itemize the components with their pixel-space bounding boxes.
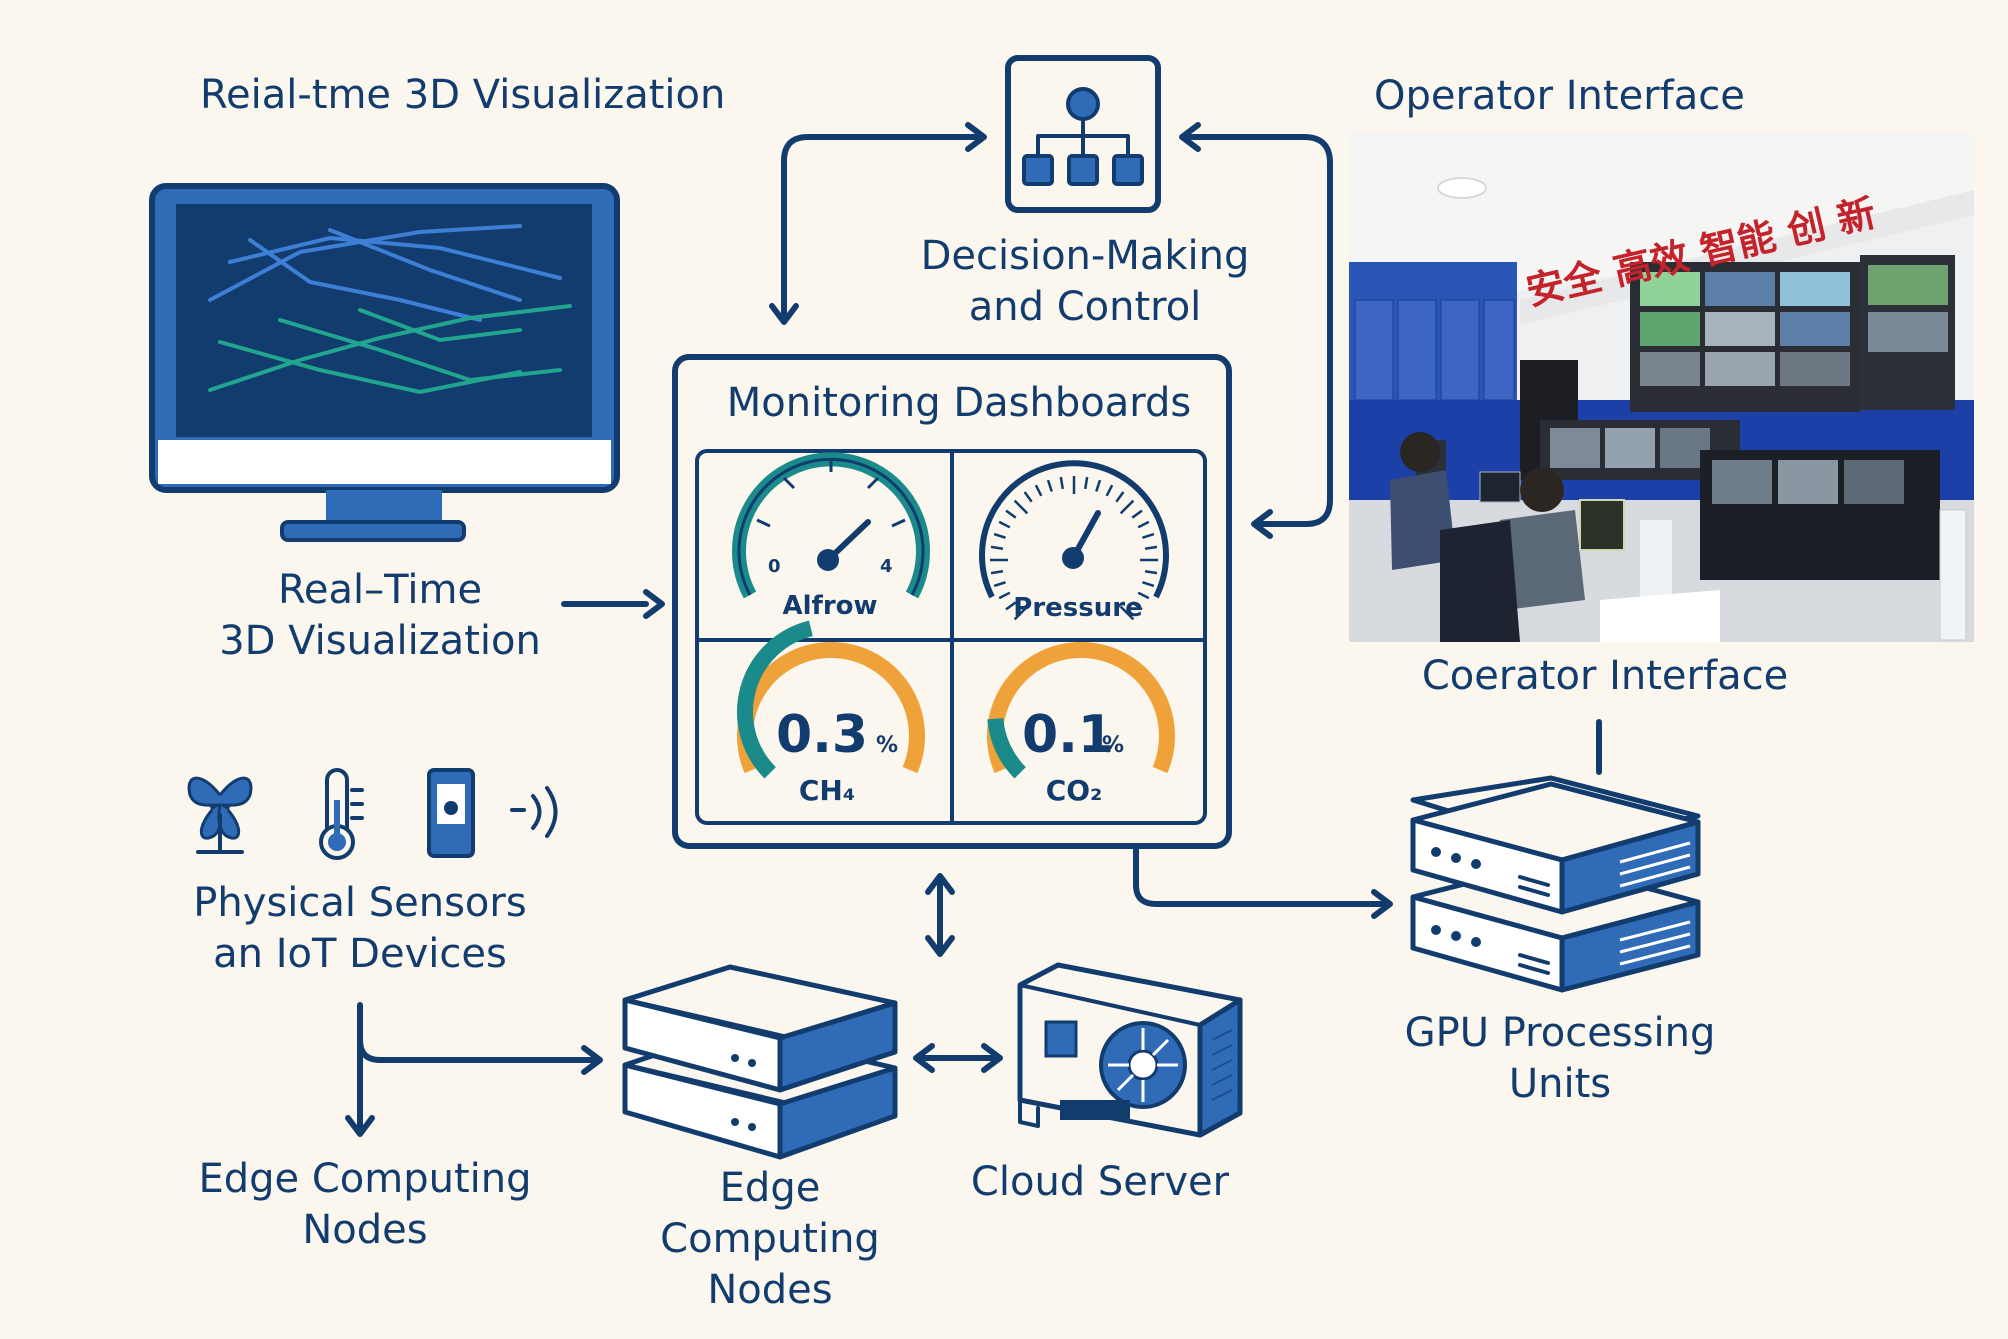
connector-visualization-to-dashboard <box>561 589 665 619</box>
pressure-tick <box>1131 601 1143 611</box>
airflow-label: Alfrow <box>782 591 877 621</box>
airflow-min: 0 <box>768 556 781 577</box>
pressure-tick <box>1005 601 1017 611</box>
ch4-label: CH₄ <box>799 774 855 807</box>
pressure-tick <box>998 591 1011 600</box>
thermometer-icon <box>319 768 364 860</box>
connector-operator-to-dashboard <box>1179 122 1333 539</box>
monitoring-dashboards-title: Monitoring Dashboards <box>726 380 1192 426</box>
pressure-tick <box>1059 476 1064 490</box>
top-visualization-title: Reial-tme 3D Visualization <box>200 72 726 118</box>
pressure-tick <box>990 570 1004 575</box>
pressure-tick <box>1013 605 1029 621</box>
pressure-label: Pressure <box>1013 593 1142 623</box>
operator-control-room-photo: 安全 高效 智能 创 新 <box>1349 131 1974 642</box>
pressure-tick <box>998 520 1011 529</box>
pressure-tick <box>993 581 1006 588</box>
pressure-tick <box>1013 499 1029 515</box>
co2-value: 0.1 <box>1022 705 1114 765</box>
edge-computing-left-label: Edge Computing Nodes <box>198 1156 532 1253</box>
connector-decision-to-dashboard <box>769 122 987 325</box>
monitoring-dashboard-panel <box>672 354 1232 849</box>
ch4-value: 0.3 <box>776 705 868 765</box>
pressure-tick <box>990 545 1004 550</box>
fan-icon <box>187 776 253 854</box>
pressure-tick <box>1119 605 1135 621</box>
connector-dashboard-to-gpu <box>1133 847 1393 919</box>
pressure-tick <box>1005 509 1017 519</box>
pressure-tick <box>1142 581 1155 588</box>
hierarchy-icon <box>1005 55 1161 213</box>
pressure-tick <box>1084 476 1089 490</box>
connector-sensors-to-edge <box>345 1002 603 1137</box>
pressure-tick <box>1115 491 1125 503</box>
connector-dashboard-to-edge <box>925 873 955 957</box>
airflow-max: 4 <box>880 556 893 577</box>
pressure-tick <box>1095 479 1102 492</box>
pressure-tick <box>1144 570 1158 575</box>
pressure-tick <box>1142 532 1155 539</box>
cloud-server-label: Cloud Server <box>970 1159 1230 1205</box>
gpu-card-icon <box>1017 962 1243 1138</box>
pressure-tick <box>1137 591 1150 600</box>
co2-gauge: 0.1 % CO₂ <box>987 642 1175 807</box>
gpu-processing-label: GPU Processing Units <box>1404 1010 1716 1107</box>
sensor-device-icon <box>427 768 475 858</box>
airflow-gauge: 0 4 Alfrow <box>732 452 930 621</box>
operator-interface-bottom-label: Coerator Interface <box>1421 653 1789 699</box>
ch4-unit: % <box>876 733 898 758</box>
monitor-icon <box>149 183 620 542</box>
pressure-tick <box>993 532 1006 539</box>
physical-sensors-label: Physical Sensors an IoT Devices <box>193 880 527 977</box>
operator-interface-top-label: Operator Interface <box>1374 73 1745 119</box>
pressure-tick <box>1046 479 1053 492</box>
decision-making-label: Decision-Making and Control <box>920 233 1250 330</box>
pressure-tick <box>1137 520 1150 529</box>
pressure-tick <box>1131 509 1143 519</box>
pressure-tick <box>1034 484 1043 497</box>
wireless-signal-icon <box>510 786 558 838</box>
co2-label: CO₂ <box>1046 774 1103 807</box>
pressure-tick <box>1023 491 1033 503</box>
connector-edge-to-cloud <box>913 1043 1003 1073</box>
edge-computing-center-label: Edge Computing Nodes <box>660 1165 880 1313</box>
ch4-gauge: 0.3 % CH₄ <box>737 620 925 807</box>
pressure-gauge: Pressure <box>979 460 1169 623</box>
co2-unit: % <box>1102 733 1124 758</box>
pressure-tick <box>1105 484 1114 497</box>
visualization-label: Real–Time 3D Visualization <box>219 567 541 664</box>
pressure-tick <box>1119 499 1135 515</box>
gpu-server-icon <box>1410 775 1701 993</box>
edge-server-icon <box>622 964 898 1160</box>
pressure-tick <box>1144 545 1158 550</box>
